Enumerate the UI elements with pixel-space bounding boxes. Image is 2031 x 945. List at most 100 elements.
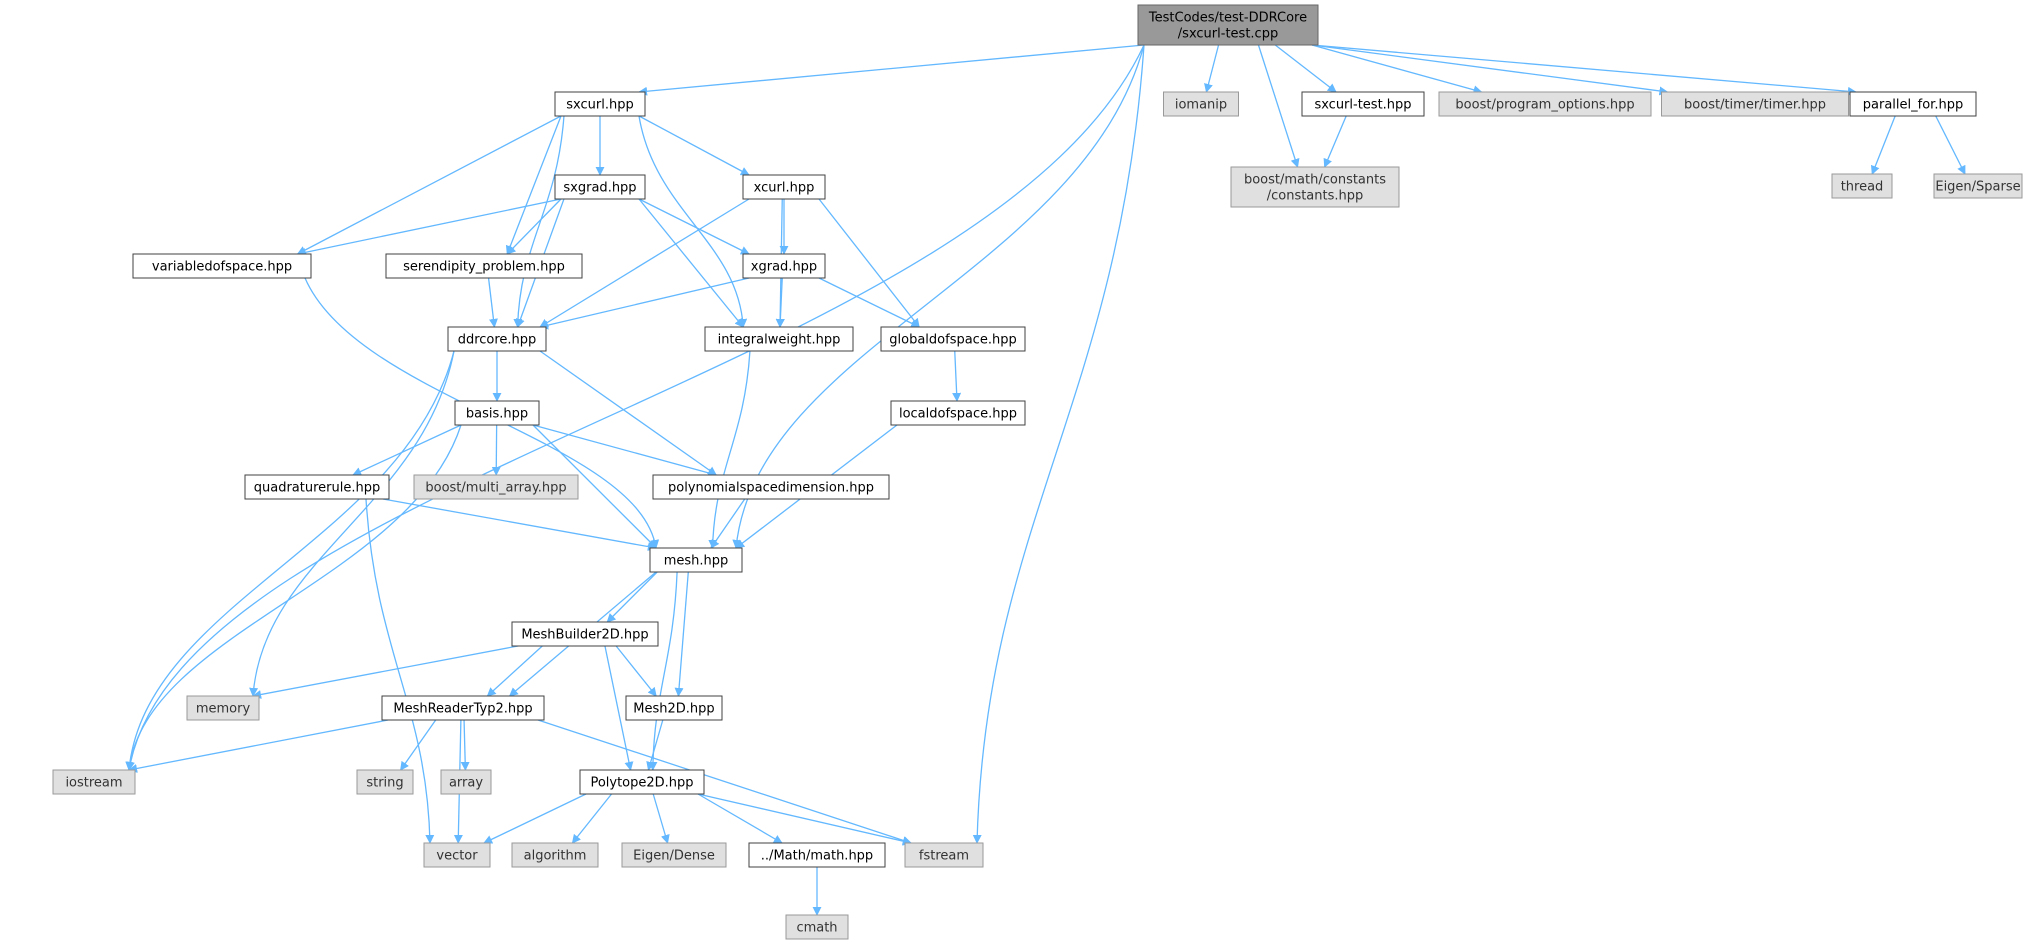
node-box bbox=[1163, 91, 1239, 117]
node-label: boost/multi_array.hpp bbox=[425, 481, 566, 496]
edge-root-to-timer bbox=[1311, 44, 1669, 96]
edge-meshbuilder-to-meshreader bbox=[486, 645, 543, 697]
node-multiarray[interactable]: boost/multi_array.hpp bbox=[413, 474, 579, 500]
edge-basis-to-mesh bbox=[532, 424, 657, 549]
nodes-layer: TestCodes/test-DDRCore/sxcurl-test.cpp sx… bbox=[52, 4, 2023, 940]
node-polydim[interactable]: polynomialspacedimension.hpp bbox=[652, 474, 890, 500]
edge-meshbuilder-to-mesh2d bbox=[615, 645, 657, 697]
node-box bbox=[890, 400, 1026, 426]
edge-sxcurl-to-intweight bbox=[638, 115, 748, 328]
node-box bbox=[423, 842, 491, 868]
node-serend[interactable]: serendipity_problem.hpp bbox=[385, 253, 583, 279]
node-label: localdofspace.hpp bbox=[899, 407, 1017, 422]
node-label: boost/timer/timer.hpp bbox=[1684, 98, 1826, 113]
edge-root-to-sxcurl bbox=[638, 44, 1145, 96]
node-constants[interactable]: boost/math/constants/constants.hpp bbox=[1230, 166, 1400, 208]
node-vector[interactable]: vector bbox=[423, 842, 491, 868]
node-mesh2d[interactable]: Mesh2D.hpp bbox=[625, 695, 723, 721]
node-box bbox=[511, 621, 659, 647]
edge-sxgrad-to-serend bbox=[506, 198, 562, 255]
node-label: xgrad.hpp bbox=[751, 260, 817, 275]
node-box bbox=[1831, 173, 1893, 199]
node-localdof[interactable]: localdofspace.hpp bbox=[890, 400, 1026, 426]
node-parfor[interactable]: parallel_for.hpp bbox=[1849, 91, 1977, 117]
node-iostream[interactable]: iostream bbox=[52, 769, 136, 795]
node-box bbox=[704, 326, 854, 352]
node-progopts[interactable]: boost/program_options.hpp bbox=[1438, 91, 1652, 117]
edge-sxcurl-to-ddrcore bbox=[513, 115, 565, 328]
node-fstream[interactable]: fstream bbox=[904, 842, 984, 868]
node-mesh[interactable]: mesh.hpp bbox=[649, 547, 743, 573]
node-sxcurl[interactable]: sxcurl.hpp bbox=[554, 91, 646, 117]
node-label: string bbox=[366, 776, 403, 791]
node-intweight[interactable]: integralweight.hpp bbox=[704, 326, 854, 352]
node-label: Mesh2D.hpp bbox=[633, 702, 714, 717]
node-meshreader[interactable]: MeshReaderTyp2.hpp bbox=[381, 695, 545, 721]
node-box bbox=[1230, 166, 1400, 208]
node-mathhpp[interactable]: ../Math/math.hpp bbox=[748, 842, 886, 868]
node-eigensparse[interactable]: Eigen/Sparse bbox=[1933, 173, 2023, 199]
node-meshbuilder[interactable]: MeshBuilder2D.hpp bbox=[511, 621, 659, 647]
edge-sxgrad-to-vardof bbox=[296, 198, 562, 257]
node-thread[interactable]: thread bbox=[1831, 173, 1893, 199]
node-basis[interactable]: basis.hpp bbox=[454, 400, 540, 426]
node-label: vector bbox=[436, 849, 478, 864]
node-box bbox=[1137, 4, 1319, 46]
node-box bbox=[381, 695, 545, 721]
node-timer[interactable]: boost/timer/timer.hpp bbox=[1661, 91, 1849, 117]
node-label: ddrcore.hpp bbox=[458, 333, 537, 348]
edges-layer bbox=[125, 44, 1966, 916]
node-root[interactable]: TestCodes/test-DDRCore/sxcurl-test.cpp bbox=[1137, 4, 1319, 46]
node-label: thread bbox=[1841, 180, 1884, 195]
node-box bbox=[511, 842, 599, 868]
node-xcurl[interactable]: xcurl.hpp bbox=[742, 174, 826, 200]
edge-basis-to-quadrule bbox=[352, 424, 462, 476]
node-array[interactable]: array bbox=[440, 769, 492, 795]
node-label: integralweight.hpp bbox=[718, 333, 841, 348]
node-label: array bbox=[449, 776, 483, 791]
node-sxcurltest[interactable]: sxcurl-test.hpp bbox=[1301, 91, 1425, 117]
node-cmath[interactable]: cmath bbox=[785, 914, 849, 940]
node-box bbox=[440, 769, 492, 795]
node-box bbox=[748, 842, 886, 868]
node-box bbox=[356, 769, 414, 795]
node-string[interactable]: string bbox=[356, 769, 414, 795]
node-algorithm[interactable]: algorithm bbox=[511, 842, 599, 868]
node-box bbox=[186, 695, 260, 721]
node-box bbox=[244, 474, 390, 500]
node-quadrule[interactable]: quadraturerule.hpp bbox=[244, 474, 390, 500]
node-label: sxcurl.hpp bbox=[566, 98, 633, 113]
node-memory[interactable]: memory bbox=[186, 695, 260, 721]
edge-xgrad-to-intweight bbox=[775, 277, 785, 328]
node-box bbox=[1661, 91, 1849, 117]
edge-globaldof-to-localdof bbox=[952, 350, 962, 402]
edge-mesh2d-to-polytope bbox=[646, 719, 664, 771]
edge-serend-to-ddrcore bbox=[487, 277, 498, 328]
node-sxgrad[interactable]: sxgrad.hpp bbox=[554, 174, 646, 200]
node-xgrad[interactable]: xgrad.hpp bbox=[742, 253, 826, 279]
node-box bbox=[579, 769, 705, 795]
edge-xcurl-to-ddrcore bbox=[539, 198, 750, 328]
edge-root-to-fstream bbox=[972, 44, 1145, 844]
edge-root-to-progopts bbox=[1311, 44, 1483, 95]
edge-polytope-to-fstream bbox=[697, 793, 912, 846]
edge-parfor-to-thread bbox=[1870, 115, 1896, 175]
edge-root-to-constants bbox=[1257, 44, 1300, 168]
node-label: MeshReaderTyp2.hpp bbox=[393, 702, 532, 717]
node-box bbox=[1438, 91, 1652, 117]
node-label: boost/math/constants bbox=[1244, 173, 1386, 188]
node-polytope[interactable]: Polytope2D.hpp bbox=[579, 769, 705, 795]
node-label: quadraturerule.hpp bbox=[254, 481, 380, 496]
node-label: boost/program_options.hpp bbox=[1455, 98, 1634, 113]
node-label: xcurl.hpp bbox=[754, 181, 815, 196]
edge-meshreader-to-fstream bbox=[537, 719, 912, 845]
edge-xgrad-to-globaldof bbox=[818, 277, 921, 328]
edge-root-to-mesh bbox=[732, 44, 1145, 549]
node-ddrcore[interactable]: ddrcore.hpp bbox=[447, 326, 547, 352]
node-eigendense[interactable]: Eigen/Dense bbox=[621, 842, 727, 868]
node-globaldof[interactable]: globaldofspace.hpp bbox=[880, 326, 1026, 352]
node-iomanip[interactable]: iomanip bbox=[1163, 91, 1239, 117]
node-vardof[interactable]: variabledofspace.hpp bbox=[132, 253, 312, 279]
edge-xgrad-to-ddrcore bbox=[539, 277, 750, 330]
